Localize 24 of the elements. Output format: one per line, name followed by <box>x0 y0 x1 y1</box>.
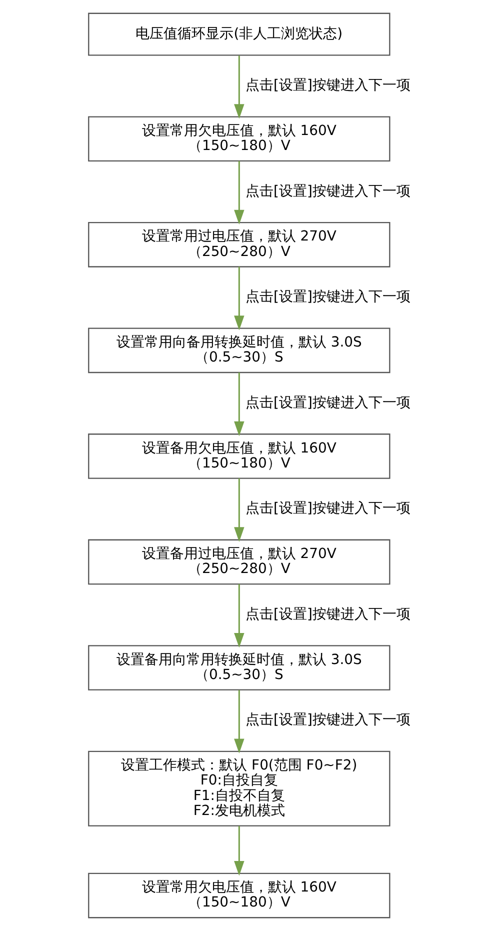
edge-label: 点击[设置]按键进入下一项 <box>245 289 410 306</box>
arrow <box>234 161 244 225</box>
node-box: 设置备用欠电压值，默认 160V （150~180）V <box>88 434 390 479</box>
arrow <box>234 826 244 876</box>
arrow <box>234 372 244 436</box>
arrow <box>234 56 244 119</box>
arrow <box>234 266 244 330</box>
node-box: 设置备用向常用转换延时值，默认 3.0S （0.5~30）S <box>88 645 390 690</box>
node-box: 设置常用向备用转换延时值，默认 3.0S （0.5~30）S <box>88 328 390 374</box>
arrow <box>234 690 244 754</box>
arrow <box>234 478 244 542</box>
node-box: 设置工作模式：默认 F0(范围 F0~F2) F0:自投自复 F1:自投不自复 F2:发电机模式 <box>88 750 390 826</box>
arrow <box>234 584 244 648</box>
node-box: 设置备用过电压值，默认 270V （250~280）V <box>88 539 390 585</box>
edge-label: 点击[设置]按键进入下一项 <box>245 712 410 728</box>
node-box: 设置常用过电压值，默认 270V （250~280）V <box>88 222 390 268</box>
node-box: 设置常用欠电压值，默认 160V （150~180）V <box>88 116 390 162</box>
edge-label: 点击[设置]按键进入下一项 <box>245 606 410 622</box>
node-box: 电压值循环显示(非人工浏览状态) <box>88 12 390 56</box>
edge-label: 点击[设置]按键进入下一项 <box>245 394 410 411</box>
edge-label: 点击[设置]按键进入下一项 <box>245 500 410 517</box>
edge-label: 点击[设置]按键进入下一项 <box>245 183 410 200</box>
edge-label: 点击[设置]按键进入下一项 <box>245 78 410 94</box>
node-box: 设置常用欠电压值，默认 160V （150~180）V <box>88 872 390 918</box>
